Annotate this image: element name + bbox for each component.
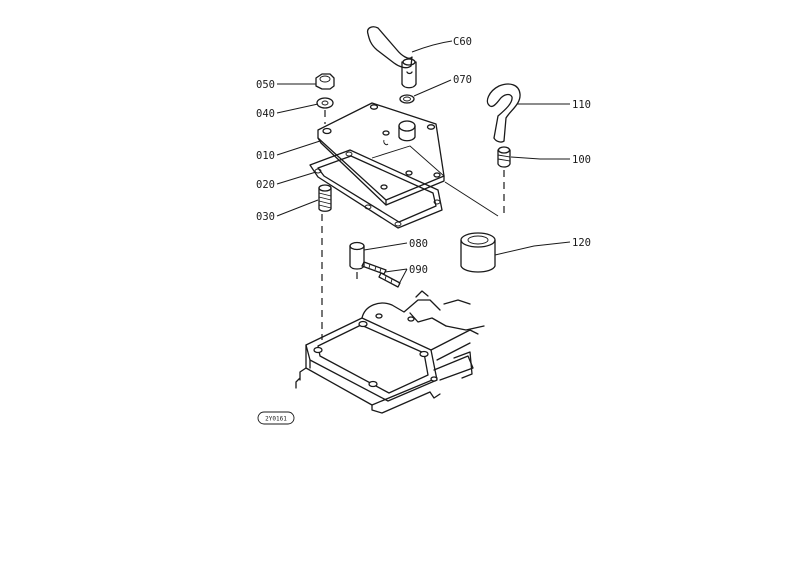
part-010-cover-plate[interactable] [317, 102, 445, 206]
part-040-washer[interactable] [316, 97, 334, 109]
reference-code-badge: 2Y0161 [257, 411, 295, 425]
part-090-spring-pins[interactable] [361, 261, 401, 288]
part-060-lever[interactable] [366, 26, 417, 89]
part-020-gasket[interactable] [309, 149, 443, 229]
part-120-filter[interactable] [460, 232, 496, 273]
transmission-case [295, 290, 485, 414]
leader-lines [276, 40, 571, 285]
label-080: 080 [409, 238, 428, 250]
label-090: 090 [409, 264, 428, 276]
part-050-nut[interactable] [315, 73, 335, 90]
label-100: 100 [572, 154, 591, 166]
label-050: 050 [256, 79, 275, 91]
part-080-pin[interactable] [349, 241, 365, 283]
label-020: 020 [256, 179, 275, 191]
reference-code: 2Y0161 [265, 416, 287, 423]
label-030: 030 [256, 211, 275, 223]
label-110: 110 [572, 99, 591, 111]
connection-line [444, 181, 499, 217]
part-070-o-ring[interactable] [399, 94, 415, 104]
label-120: 120 [572, 237, 591, 249]
label-010: 010 [256, 150, 275, 162]
label-070: 070 [453, 74, 472, 86]
part-110-hose[interactable] [486, 83, 521, 143]
label-060: C60 [453, 36, 472, 48]
part-030-stud-bolt[interactable] [318, 184, 332, 212]
label-040: 040 [256, 108, 275, 120]
part-100-connector[interactable] [497, 146, 511, 168]
